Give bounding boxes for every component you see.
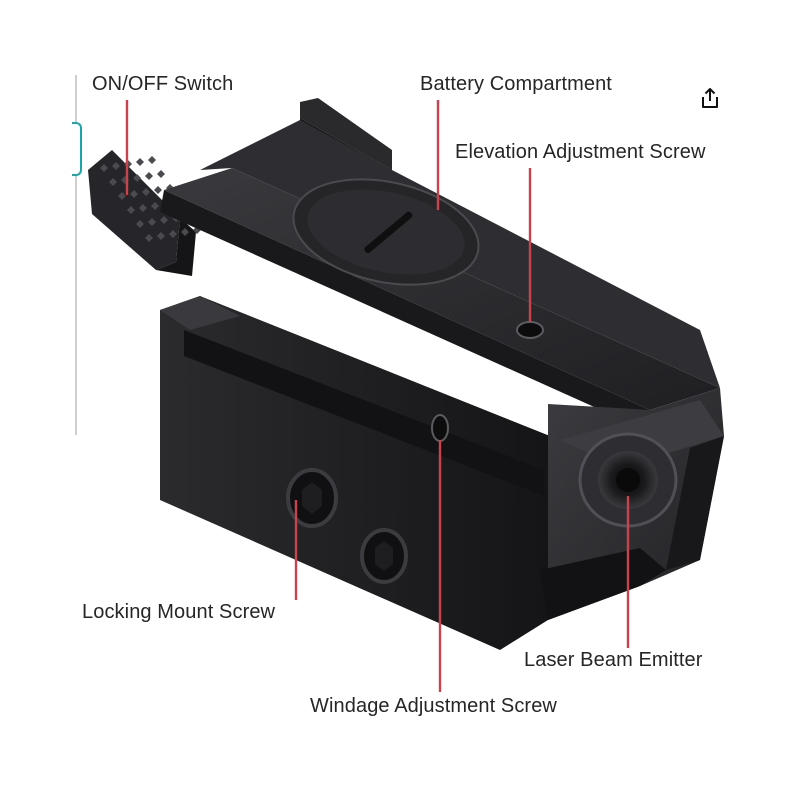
knurl-bump [139, 204, 147, 212]
knurl-bump [142, 188, 150, 196]
elevation-screw[interactable] [516, 321, 544, 339]
knurl-bump [148, 218, 156, 226]
locking-mount-screws[interactable] [286, 468, 408, 584]
knurl-bump [109, 178, 117, 186]
knurl-bump [133, 174, 141, 182]
knurl-bump [181, 228, 189, 236]
knurl-bump [148, 156, 156, 164]
share-icon [702, 88, 718, 108]
knurl-bump [157, 232, 165, 240]
windage-screw[interactable] [431, 414, 449, 442]
thumbnail-selected-indicator[interactable] [72, 122, 82, 176]
knurl-bump [127, 206, 135, 214]
battery-cap[interactable] [284, 164, 489, 301]
knurl-bump [136, 220, 144, 228]
callout-elevation-screw: Elevation Adjustment Screw [455, 141, 706, 163]
knurl-bump [151, 202, 159, 210]
knurl-bump [118, 192, 126, 200]
callout-windage-screw: Windage Adjustment Screw [310, 695, 557, 717]
leader-lines [125, 100, 630, 692]
callout-laser-emitter: Laser Beam Emitter [524, 649, 703, 671]
callout-on-off-switch: ON/OFF Switch [92, 73, 234, 95]
share-button[interactable] [696, 84, 724, 112]
knurl-bump [100, 164, 108, 172]
knurl-bump [154, 186, 162, 194]
knurl-bump [130, 190, 138, 198]
callout-battery-compartment: Battery Compartment [420, 73, 612, 95]
knurl-bump [169, 230, 177, 238]
knurl-bump [136, 158, 144, 166]
knurl-bump [112, 162, 120, 170]
knurl-bump [145, 234, 153, 242]
laser-emitter [578, 432, 678, 528]
knurl-bump [145, 172, 153, 180]
lower-body [160, 296, 560, 650]
callout-locking-mount-screw: Locking Mount Screw [82, 601, 276, 623]
knurl-bump [157, 170, 165, 178]
knurl-bump [160, 216, 168, 224]
thumbnail-strip-edge [75, 75, 77, 435]
